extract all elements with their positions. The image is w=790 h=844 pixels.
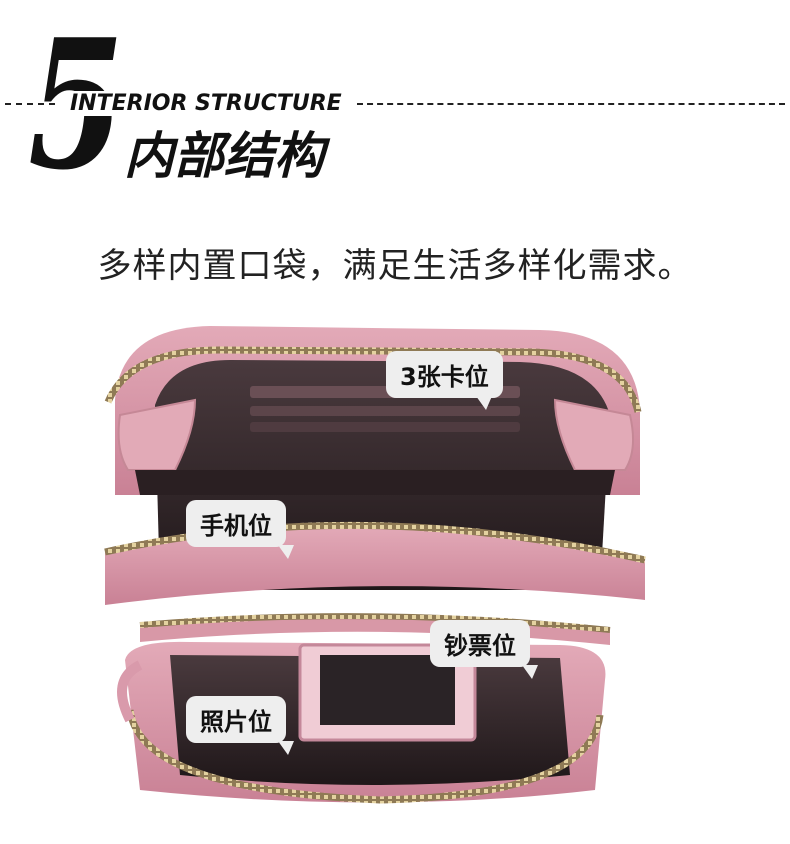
callout-photo-slot: 照片位 xyxy=(186,696,294,755)
upper-compartment xyxy=(104,326,642,590)
callout-card-slots: 3张卡位 xyxy=(386,351,503,410)
callout-cash-slot: 钞票位 xyxy=(430,620,538,679)
wallet-interior-photo xyxy=(104,326,646,804)
section-title-cn: 内部结构 xyxy=(124,127,324,185)
tagline: 多样内置口袋，满足生活多样化需求。 xyxy=(97,246,693,286)
middle-zipper-band xyxy=(104,521,646,645)
dashed-divider-left xyxy=(5,103,55,105)
section-header: 5 INTERIOR STRUCTURE 内部结构 xyxy=(0,0,790,210)
lower-compartment xyxy=(117,641,606,804)
section-subtitle-en: INTERIOR STRUCTURE xyxy=(66,91,346,116)
dashed-divider-right xyxy=(357,103,785,105)
callout-phone-slot: 手机位 xyxy=(186,500,294,559)
